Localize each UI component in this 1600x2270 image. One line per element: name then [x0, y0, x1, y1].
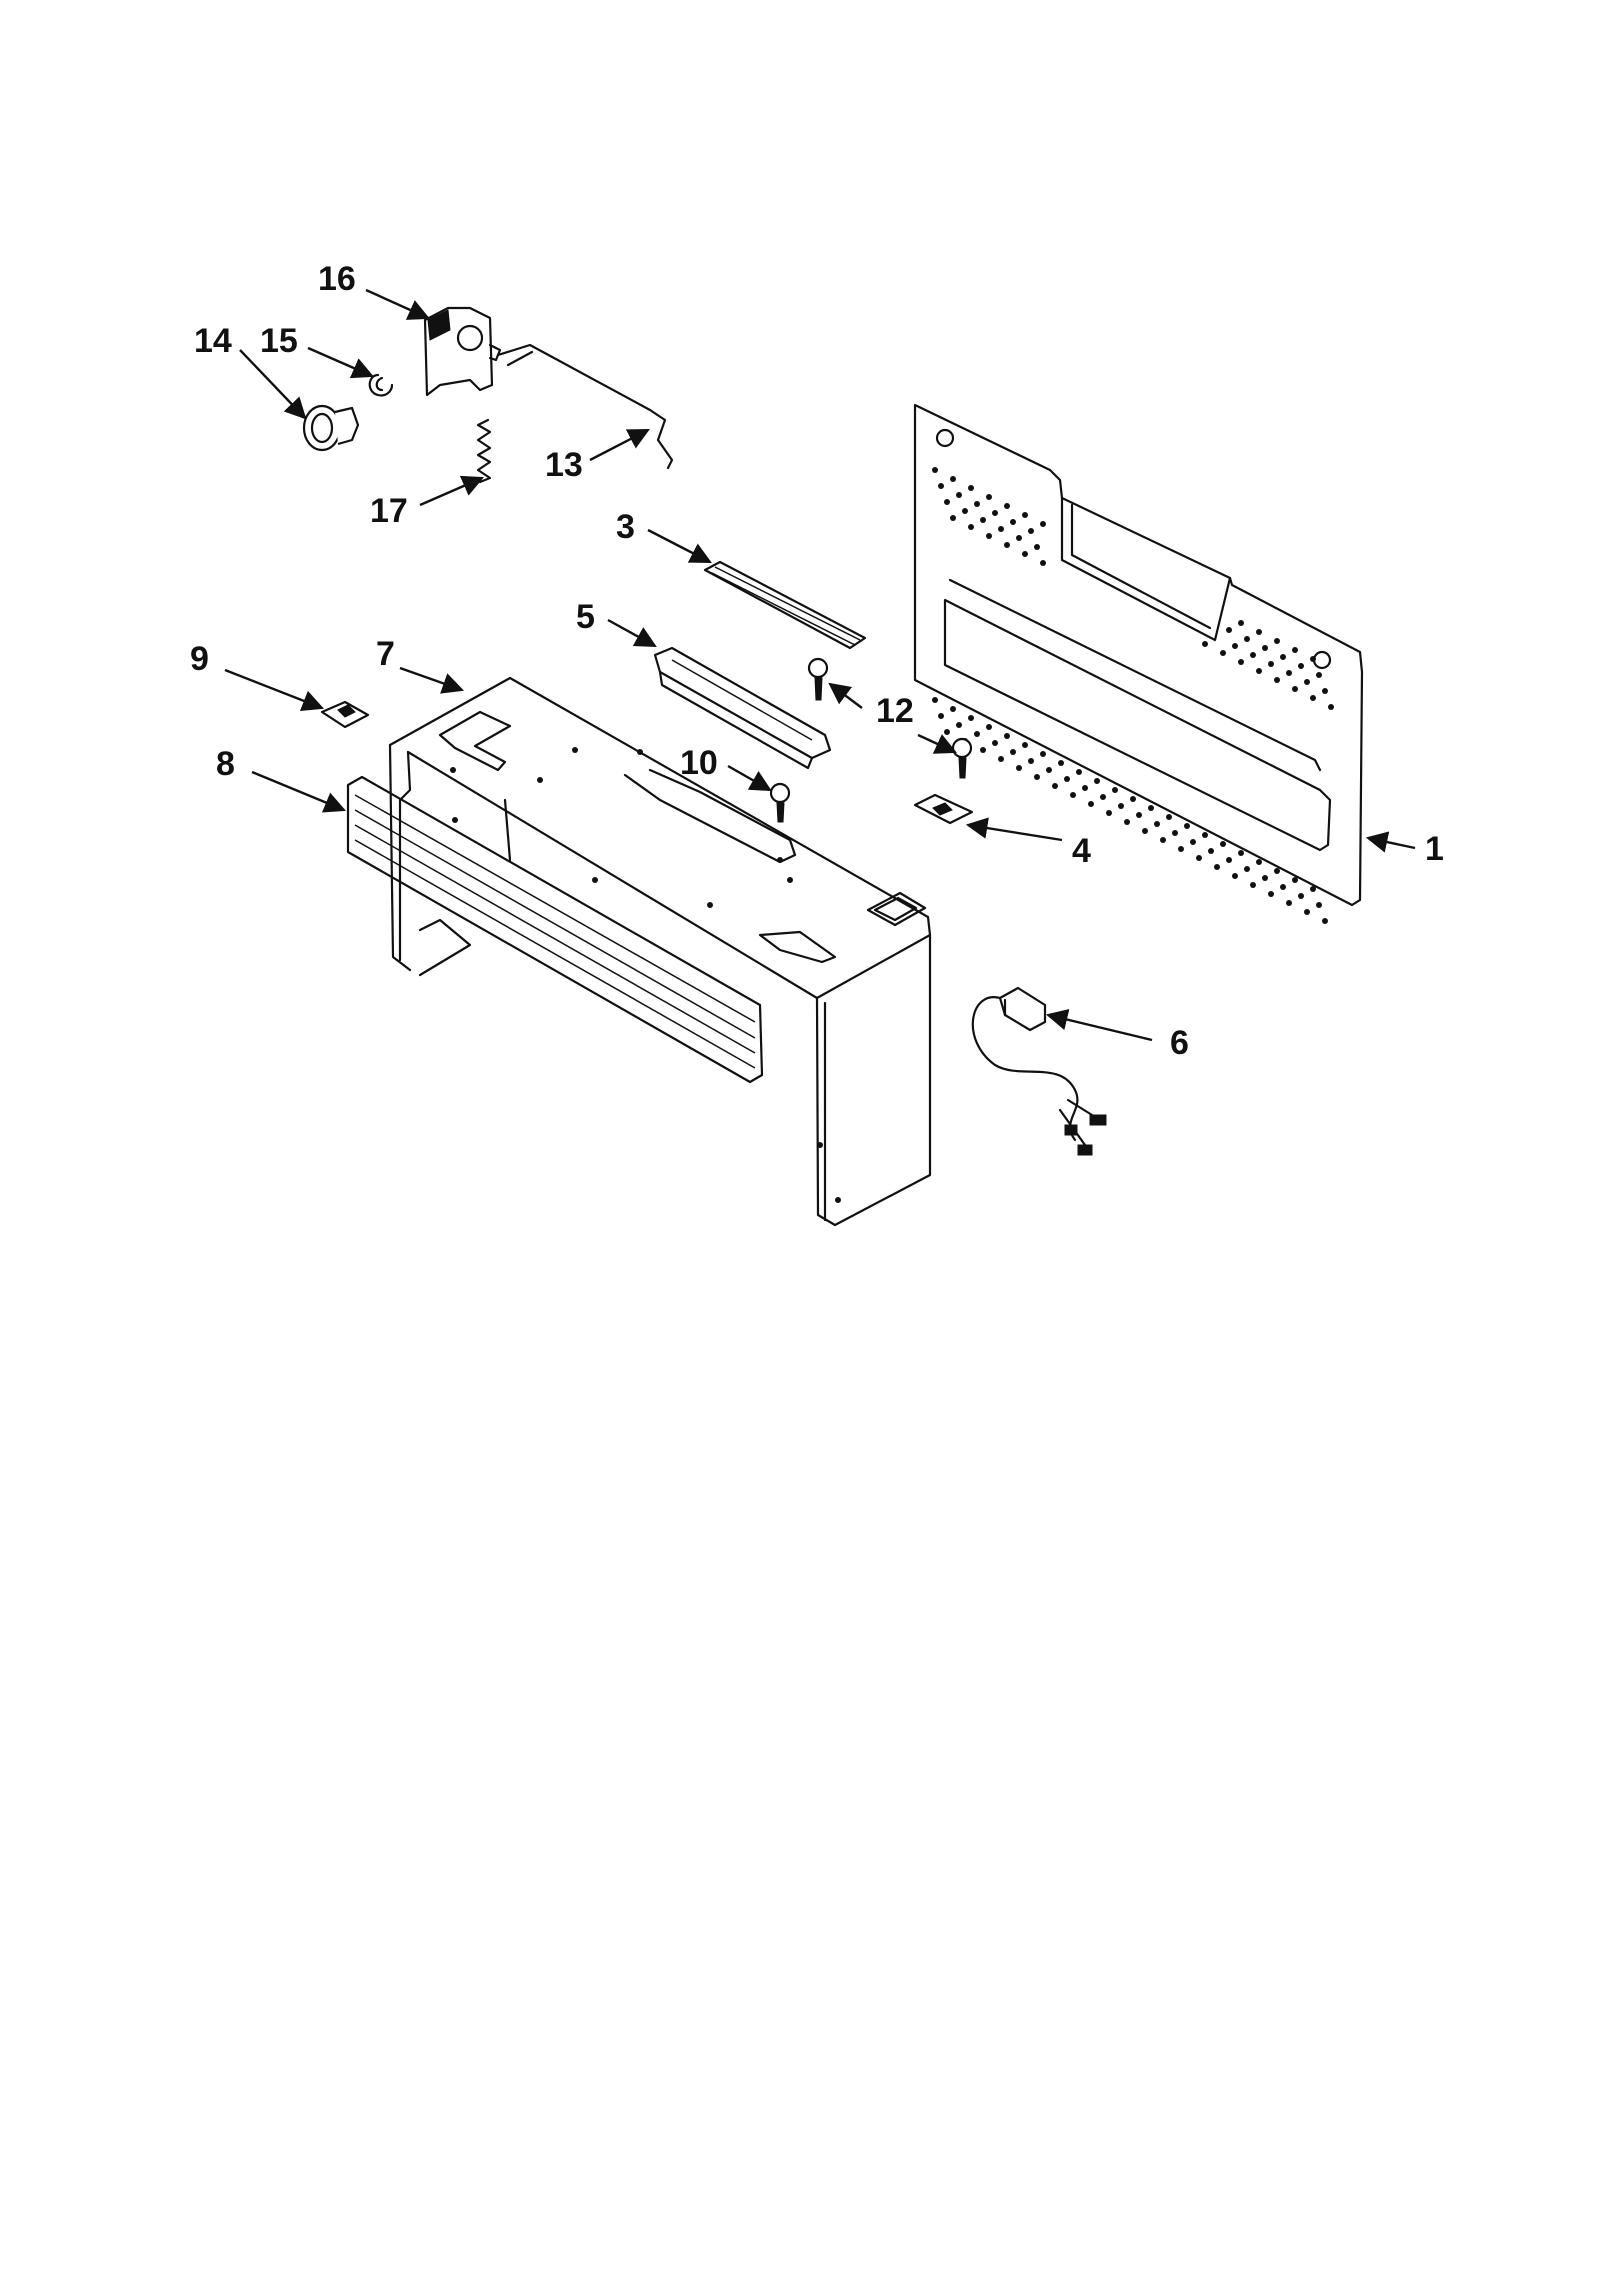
callout-8: 8 [216, 745, 235, 783]
strip-part-3 [703, 560, 867, 650]
screw-part-12b [951, 737, 973, 779]
leader-lines [224, 288, 1416, 1042]
plate-part-4 [913, 793, 974, 825]
callout-17: 17 [370, 492, 408, 530]
leader-15 [307, 346, 374, 379]
callout-10: 10 [680, 744, 718, 782]
leader-3 [647, 528, 712, 564]
knob-part-14 [302, 404, 360, 452]
callout-4: 4 [1072, 832, 1091, 870]
leader-4 [965, 817, 1063, 842]
panel-holes [932, 467, 1334, 924]
grille-part-8 [346, 775, 764, 1084]
leader-16 [365, 288, 430, 320]
callout-7: 7 [376, 635, 395, 673]
leader-14 [239, 349, 307, 420]
screw-part-12a [807, 657, 829, 701]
screw-part-10 [769, 782, 791, 823]
back-panel-part-1 [913, 403, 1364, 924]
callout-9: 9 [190, 640, 209, 678]
leader-13 [589, 428, 650, 462]
switch-part-6 [971, 986, 1107, 1156]
leader-7 [399, 666, 465, 694]
leader-6 [1045, 1009, 1153, 1042]
leader-8 [251, 770, 346, 813]
leader-12b [917, 733, 957, 754]
latch-bracket-part-16 [423, 306, 502, 397]
callout-5: 5 [576, 598, 595, 636]
callout-6: 6 [1170, 1024, 1189, 1062]
callout-1: 1 [1425, 830, 1444, 868]
channel-part-5 [653, 646, 832, 770]
leader-12a [828, 682, 863, 709]
leader-9 [224, 668, 325, 711]
spring-part-17 [476, 418, 492, 484]
housing-part-7 [388, 676, 932, 1227]
callout-labels: 1 3 4 5 6 7 8 9 10 12 13 14 15 16 17 [190, 260, 1444, 1062]
callout-15: 15 [260, 322, 298, 360]
callout-13: 13 [545, 446, 583, 484]
clip-part-9 [320, 700, 370, 729]
callout-12: 12 [876, 692, 914, 730]
leader-17 [419, 475, 484, 507]
callout-14: 14 [194, 322, 232, 360]
rod-part-13 [496, 343, 674, 470]
ring-part-15 [368, 373, 394, 397]
leader-5 [607, 618, 657, 648]
callout-16: 16 [318, 260, 356, 298]
leader-10 [727, 764, 772, 792]
callout-3: 3 [616, 508, 635, 546]
leader-1 [1365, 831, 1416, 853]
